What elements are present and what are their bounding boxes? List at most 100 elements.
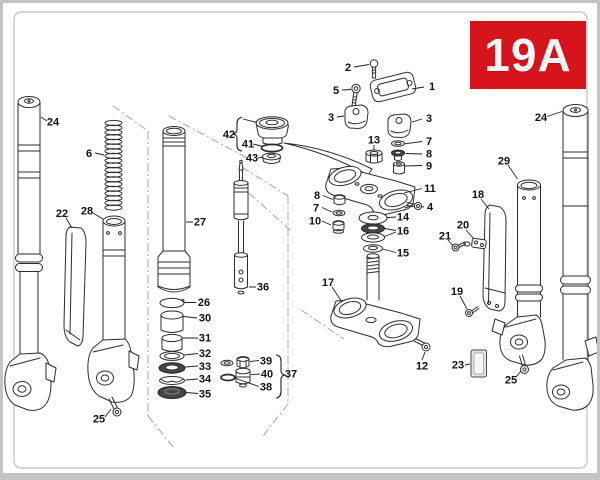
callout-17: 17: [322, 277, 334, 289]
callout-34: 34: [199, 374, 212, 386]
callout-31: 31: [199, 333, 211, 345]
part-1-handlebar-holder-plate: [369, 71, 417, 103]
callout-24-left: 24: [47, 117, 60, 129]
callout-12: 12: [416, 361, 428, 373]
callout-36: 36: [257, 282, 269, 294]
part-26-snap-ring: [159, 297, 185, 309]
part-11-upper-triple-clamp: [325, 165, 416, 216]
part-25-bolt-right: [519, 354, 529, 374]
callout-5: 5: [333, 85, 339, 97]
part-40-adjuster: [235, 367, 251, 388]
callout-9: 9: [426, 161, 432, 173]
callout-10: 10: [309, 216, 321, 228]
part-7-washer-upper: [391, 140, 405, 147]
part-9-bushing: [393, 161, 405, 175]
callout-38: 38: [260, 382, 272, 394]
callout-7-lower: 7: [313, 203, 319, 215]
part-27-inner-tube: [157, 126, 191, 293]
exploded-fork-diagram: 1 2 3 3 4 5 6 7 7 8 8 9 10 11 12 13 14 1…: [4, 11, 597, 469]
callout-4: 4: [427, 202, 434, 214]
cap-pointer-curve: [283, 142, 373, 176]
part-3-holder-left: [344, 104, 369, 129]
callout-40: 40: [261, 369, 273, 381]
callout-41: 41: [242, 139, 254, 151]
part-34-retainer-clip: [159, 376, 185, 385]
callout-24-right: 24: [535, 112, 548, 124]
callout-8-upper: 8: [426, 149, 432, 161]
part-38-o-ring: [220, 373, 236, 382]
part-35-dust-seal: [157, 386, 187, 399]
part-15-ring: [363, 244, 383, 253]
callout-19: 19: [451, 286, 463, 298]
callout-2: 2: [345, 62, 351, 74]
part-8-nut-lower: [333, 194, 346, 206]
part-8-damper-upper: [391, 149, 405, 161]
callout-43: 43: [246, 153, 258, 165]
callout-30: 30: [199, 313, 211, 325]
part-17-lower-triple-clamp: [330, 253, 421, 348]
catalog-page: 1 2 3 3 4 5 6 7 7 8 8 9 10 11 12 13 14 1…: [3, 3, 597, 473]
callout-25-right: 25: [505, 375, 517, 387]
callout-21: 21: [439, 231, 451, 243]
guide-lines: [112, 105, 345, 449]
callout-29: 29: [498, 156, 510, 168]
part-2-screw: [369, 59, 379, 79]
part-39-piston-nut: [220, 356, 250, 369]
part-3-holder-right: [387, 113, 412, 138]
part-7-washer-lower: [332, 209, 346, 217]
part-36-damper-rod: [233, 159, 249, 295]
callout-28: 28: [81, 206, 93, 218]
diagram-frame: [13, 11, 588, 469]
part-25-bolt-left: [108, 396, 122, 417]
callout-16: 16: [397, 226, 409, 238]
callout-37: 37: [285, 369, 297, 381]
part-33-oil-seal: [158, 362, 186, 374]
callout-27: 27: [194, 217, 206, 229]
callout-6: 6: [86, 148, 92, 160]
part-24-fork-leg-left: [4, 96, 57, 411]
callout-26: 26: [198, 297, 210, 309]
part-41-o-ring: [260, 143, 284, 153]
part-5-bolt: [350, 83, 361, 112]
callout-3-right: 3: [426, 113, 432, 125]
part-10-nut: [332, 220, 345, 234]
callout-8-lower: 8: [314, 190, 320, 202]
callout-13: 13: [368, 135, 380, 147]
part-20-clamp: [463, 237, 487, 250]
catalog-badge: 19A: [470, 21, 586, 89]
part-13-nut: [365, 149, 383, 164]
callout-15: 15: [397, 248, 409, 260]
part-14-washer: [358, 211, 388, 225]
part-24-fork-leg-right: [546, 104, 597, 411]
part-43-spring-seat: [262, 152, 281, 164]
part-31-bushing: [161, 333, 183, 352]
part-42-fork-cap: [255, 116, 289, 146]
badge-label: 19A: [484, 29, 572, 81]
callout-22: 22: [56, 208, 68, 220]
callout-33: 33: [199, 361, 211, 373]
leader-lines: [40, 64, 563, 418]
part-16-bearing-rings: [361, 223, 385, 243]
part-4-pinch-bolt: [406, 201, 423, 211]
callout-25-left: 25: [93, 414, 105, 426]
part-6-spring: [104, 119, 123, 211]
part-30-bushing: [160, 310, 184, 333]
part-12-bolt: [413, 338, 431, 352]
callout-3-left: 3: [328, 112, 334, 124]
part-18-guard-right: [482, 204, 507, 312]
brace-37: [275, 354, 286, 399]
part-28-outer-tube-left: [87, 215, 140, 403]
part-29-outer-tube-right: [491, 179, 546, 366]
part-32-washer: [159, 351, 185, 361]
brace-42: [232, 116, 243, 152]
callout-20: 20: [457, 220, 469, 232]
callout-23: 23: [452, 360, 464, 372]
callout-42: 42: [223, 129, 235, 141]
callout-35: 35: [199, 389, 211, 401]
part-22-guard-left: [63, 226, 87, 347]
part-19-screw: [465, 306, 480, 317]
callout-32: 32: [199, 348, 211, 360]
callout-1: 1: [429, 81, 435, 93]
callout-18: 18: [472, 189, 484, 201]
